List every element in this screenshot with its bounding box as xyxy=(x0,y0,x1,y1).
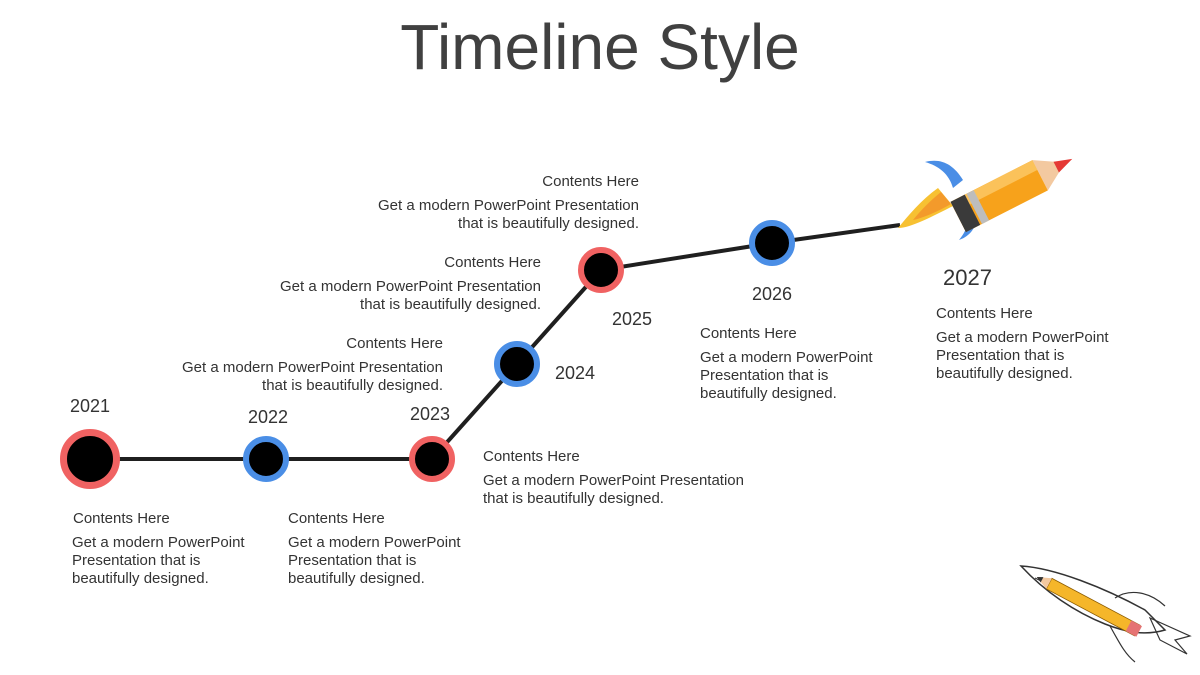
content-text: Get a modern PowerPoint Presentation xyxy=(378,197,639,214)
milestone-node-2021 xyxy=(60,429,120,489)
content-text: Get a modern PowerPoint Presentation xyxy=(182,359,443,376)
content-text: that is beautifully designed. xyxy=(360,296,541,313)
content-heading: Contents Here xyxy=(73,510,170,527)
content-text: beautifully designed. xyxy=(936,365,1073,382)
content-text: Get a modern PowerPoint xyxy=(936,329,1109,346)
milestone-node-2022 xyxy=(243,436,289,482)
milestone-node-2024 xyxy=(494,341,540,387)
pencil-rocket-icon xyxy=(898,158,1073,240)
content-block-2026: Contents Here Get a modern PowerPoint Pr… xyxy=(700,325,873,403)
content-heading: Contents Here xyxy=(288,510,385,527)
content-block-2024-upper: Contents Here Get a modern PowerPoint Pr… xyxy=(258,254,541,314)
content-text: Presentation that is xyxy=(72,552,201,569)
content-heading: Contents Here xyxy=(444,254,541,271)
content-text: Get a modern PowerPoint xyxy=(288,534,461,551)
content-text: beautifully designed. xyxy=(288,570,425,587)
content-block-2021: Contents Here Get a modern PowerPoint Pr… xyxy=(72,510,245,588)
content-block-2023: Contents Here Get a modern PowerPoint Pr… xyxy=(160,335,443,395)
content-text: Presentation that is xyxy=(700,367,829,384)
year-label-2027: 2027 xyxy=(943,265,992,290)
year-label-2026: 2026 xyxy=(752,284,793,304)
content-block-2024: Contents Here Get a modern PowerPoint Pr… xyxy=(483,448,744,508)
milestone-node-2026 xyxy=(749,220,795,266)
content-text: that is beautifully designed. xyxy=(262,377,443,394)
content-text: Get a modern PowerPoint Presentation xyxy=(280,278,541,295)
content-text: beautifully designed. xyxy=(72,570,209,587)
milestone-node-2023 xyxy=(409,436,455,482)
milestone-node-2025 xyxy=(578,247,624,293)
content-block-2027: Contents Here Get a modern PowerPoint Pr… xyxy=(936,305,1109,383)
content-text: Presentation that is xyxy=(288,552,417,569)
content-heading: Contents Here xyxy=(542,173,639,190)
content-heading: Contents Here xyxy=(483,448,580,465)
content-text: Get a modern PowerPoint xyxy=(72,534,245,551)
page-title: Timeline Style xyxy=(400,11,800,83)
content-text: that is beautifully designed. xyxy=(483,490,664,507)
content-text: Get a modern PowerPoint Presentation xyxy=(483,472,744,489)
content-heading: Contents Here xyxy=(936,305,1033,322)
content-text: that is beautifully designed. xyxy=(458,215,639,232)
content-text: Presentation that is xyxy=(936,347,1065,364)
content-text: Get a modern PowerPoint xyxy=(700,349,873,366)
content-heading: Contents Here xyxy=(700,325,797,342)
content-block-2022: Contents Here Get a modern PowerPoint Pr… xyxy=(288,510,461,588)
year-label-2022: 2022 xyxy=(248,407,289,427)
year-label-2023: 2023 xyxy=(410,404,451,424)
sketch-pencil-rocket-icon xyxy=(1019,565,1192,663)
content-heading: Contents Here xyxy=(346,335,443,352)
year-label-2024: 2024 xyxy=(555,363,596,383)
content-block-2025: Contents Here Get a modern PowerPoint Pr… xyxy=(356,173,639,233)
year-label-2021: 2021 xyxy=(70,396,111,416)
content-text: beautifully designed. xyxy=(700,385,837,402)
year-label-2025: 2025 xyxy=(612,309,653,329)
